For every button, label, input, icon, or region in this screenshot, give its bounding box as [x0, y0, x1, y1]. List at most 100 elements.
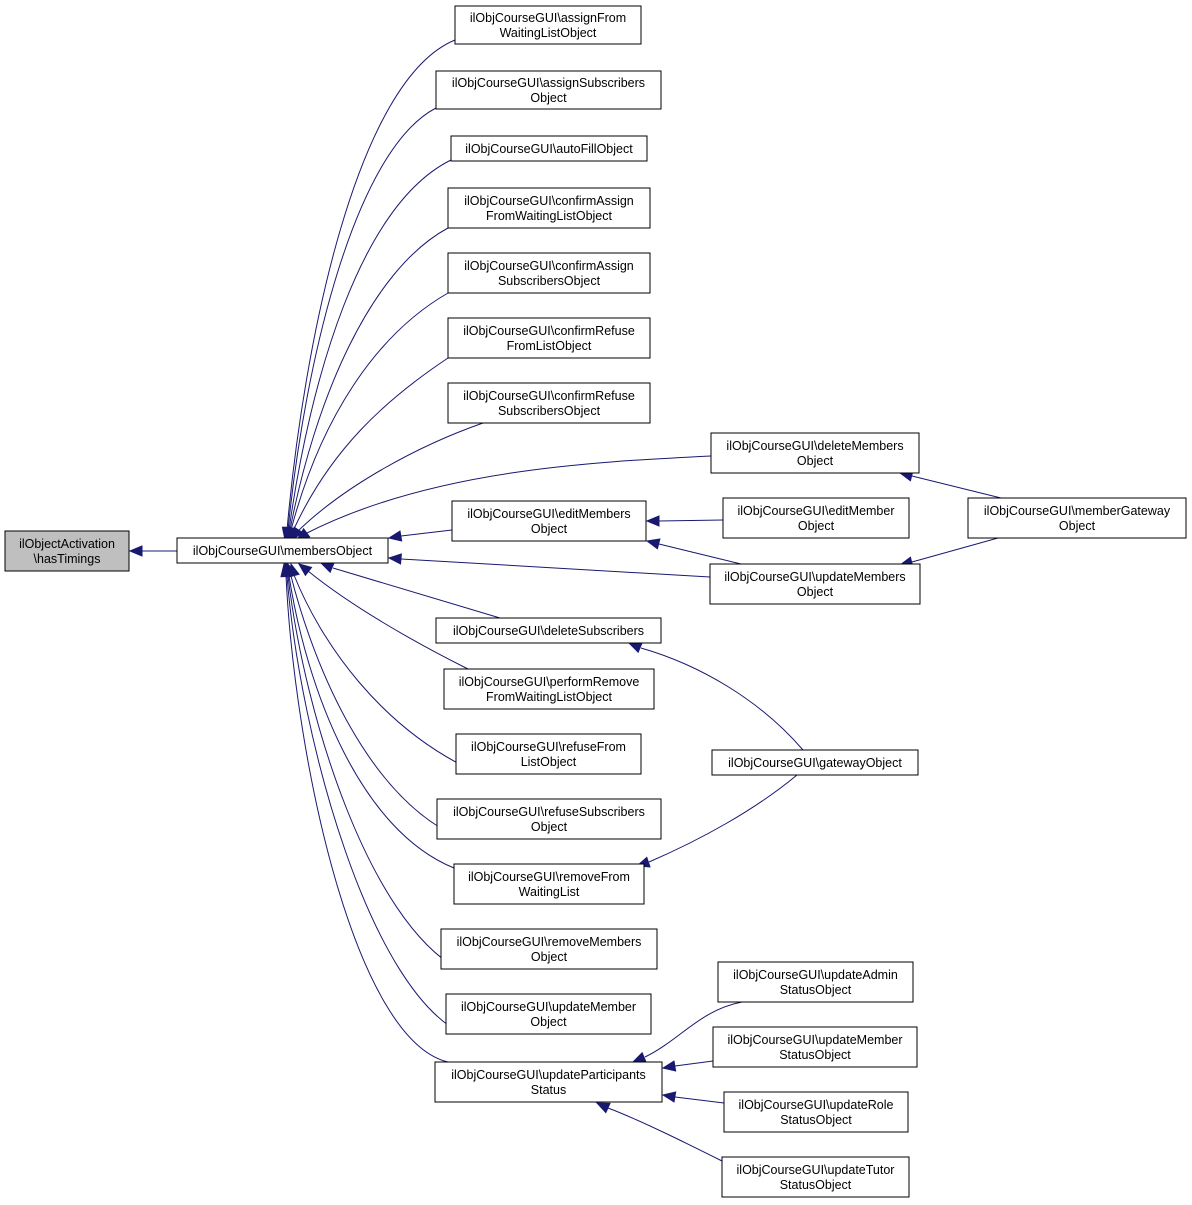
- node-gateway[interactable]: ilObjCourseGUI\gatewayObject: [711, 749, 919, 776]
- edge-line: [288, 575, 455, 869]
- node-label: \hasTimings: [34, 552, 101, 566]
- edge-line: [292, 357, 449, 532]
- node-label: ilObjCourseGUI\deleteSubscribers: [453, 624, 644, 638]
- node-label: ilObjCourseGUI\refuseFrom: [471, 740, 626, 754]
- node-box: [435, 70, 662, 110]
- node-label: ilObjCourseGUI\updateTutor: [737, 1163, 895, 1177]
- arrowhead: [280, 562, 292, 578]
- node-label: StatusObject: [780, 1178, 852, 1192]
- edge-editMembers-to-members: [387, 529, 453, 542]
- node-box: [435, 617, 662, 644]
- edge-line: [286, 39, 456, 531]
- node-performRemove[interactable]: ilObjCourseGUI\performRemoveFromWaitingL…: [443, 668, 655, 710]
- edge-confAssignSub-to-members: [285, 292, 449, 542]
- node-label: ilObjCourseGUI\confirmAssign: [464, 194, 634, 208]
- node-box: [436, 798, 662, 840]
- node-label: ilObjCourseGUI\deleteMembers: [726, 439, 903, 453]
- node-label: ilObjCourseGUI\updateMember: [727, 1033, 902, 1047]
- node-box: [709, 563, 921, 605]
- edge-memberGateway-to-deleteMembers: [898, 470, 1002, 499]
- node-label: Object: [798, 519, 835, 533]
- node-box: [721, 1156, 910, 1198]
- node-label: WaitingListObject: [500, 26, 597, 40]
- node-box: [447, 382, 651, 424]
- node-label: ilObjCourseGUI\assignFrom: [470, 11, 626, 25]
- node-deleteSub[interactable]: ilObjCourseGUI\deleteSubscribers: [435, 617, 662, 644]
- edge-line: [674, 1060, 714, 1067]
- edge-editMember-to-editMembers: [645, 515, 724, 527]
- node-box: [711, 749, 919, 776]
- node-label: Status: [531, 1083, 566, 1097]
- edge-gateway-to-deleteSub: [627, 642, 804, 751]
- node-label: ilObjCourseGUI\confirmRefuse: [463, 389, 635, 403]
- edge-line: [674, 1096, 725, 1104]
- node-label: Object: [531, 820, 568, 834]
- node-label: ilObjCourseGUI\refuseSubscribers: [453, 805, 645, 819]
- node-confAssignSub[interactable]: ilObjCourseGUI\confirmAssignSubscribersO…: [447, 252, 651, 294]
- arrowhead: [128, 545, 143, 557]
- edge-deleteSub-to-members: [319, 562, 501, 619]
- node-label: ilObjCourseGUI\updateAdmin: [733, 968, 898, 982]
- node-label: Object: [531, 950, 568, 964]
- edge-line: [644, 1001, 743, 1058]
- node-box: [451, 500, 647, 542]
- edge-confRefuseSub-to-members: [291, 422, 484, 542]
- edge-line: [290, 292, 449, 531]
- node-label: ilObjCourseGUI\membersObject: [193, 544, 373, 558]
- node-confRefuseFrom[interactable]: ilObjCourseGUI\confirmRefuseFromListObje…: [447, 317, 651, 359]
- edge-updateTutor-to-updateParticipants: [595, 1102, 723, 1162]
- node-box: [440, 928, 658, 970]
- edge-line: [911, 537, 999, 563]
- node-label: Object: [530, 1015, 567, 1029]
- edge-line: [289, 227, 449, 531]
- node-label: FromListObject: [507, 339, 592, 353]
- edge-line: [288, 159, 452, 531]
- arrowhead: [291, 526, 304, 542]
- edge-updateMemberStatus-to-updateParticipants: [661, 1060, 714, 1072]
- node-box: [450, 135, 648, 162]
- node-box: [717, 961, 914, 1003]
- edge-members-to-root: [128, 545, 177, 557]
- node-box: [455, 733, 642, 775]
- node-label: ilObjCourseGUI\updateRole: [739, 1098, 894, 1112]
- arrowhead: [387, 553, 402, 565]
- edges-layer: [128, 39, 1002, 1162]
- node-box: [447, 317, 651, 359]
- node-box: [434, 1061, 663, 1103]
- node-confRefuseSub[interactable]: ilObjCourseGUI\confirmRefuseSubscribersO…: [447, 382, 651, 424]
- node-box: [454, 5, 642, 45]
- arrowhead: [627, 642, 643, 654]
- edge-line: [607, 1107, 723, 1162]
- node-confAssignFrom[interactable]: ilObjCourseGUI\confirmAssignFromWaitingL…: [447, 187, 651, 229]
- node-assignFrom[interactable]: ilObjCourseGUI\assignFromWaitingListObje…: [454, 5, 642, 45]
- arrowhead: [631, 1051, 647, 1063]
- arrowhead: [661, 1091, 677, 1103]
- edge-line: [640, 647, 804, 751]
- arrowhead: [297, 563, 313, 577]
- node-label: ilObjCourseGUI\removeFrom: [468, 870, 630, 884]
- node-autoFill[interactable]: ilObjCourseGUI\autoFillObject: [450, 135, 648, 162]
- edge-updateRole-to-updateParticipants: [661, 1091, 725, 1104]
- node-members[interactable]: ilObjCourseGUI\membersObject: [176, 537, 389, 564]
- node-label: Object: [530, 91, 567, 105]
- node-label: Object: [797, 585, 834, 599]
- node-label: ilObjCourseGUI\editMembers: [467, 507, 630, 521]
- edge-line: [304, 455, 712, 535]
- node-label: SubscribersObject: [498, 404, 601, 418]
